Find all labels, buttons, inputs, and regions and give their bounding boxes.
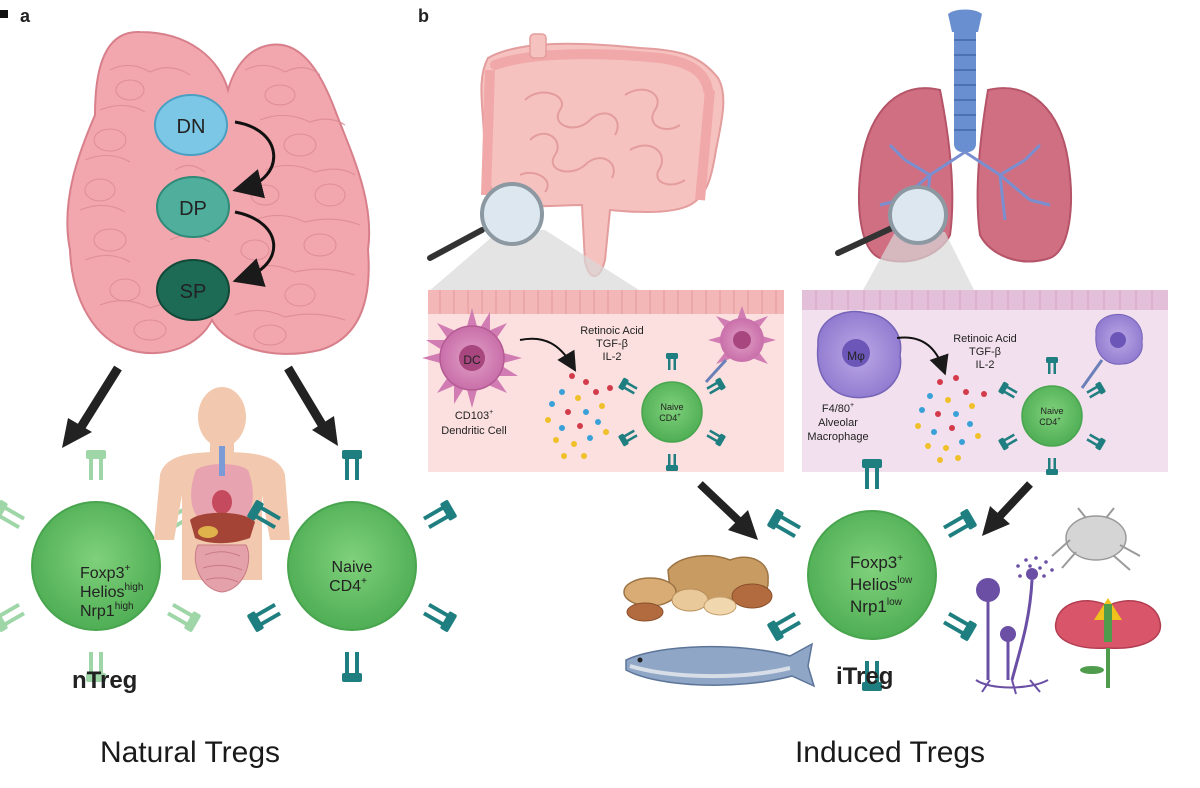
- macrophage-caption-line2: Alveolar: [818, 417, 858, 429]
- ntreg-foxp3: Foxp3+: [80, 563, 130, 582]
- lung-signal-il2: IL-2: [976, 359, 995, 371]
- macrophage-caption-line3: Macrophage: [807, 431, 868, 443]
- fish-illustration: [625, 642, 816, 688]
- ntreg-cell: [0, 450, 202, 682]
- dc-caption-line1: CD103+: [455, 409, 493, 422]
- itreg-foxp3: Foxp3+: [850, 553, 903, 572]
- thymus-to-naive-arrow: [284, 365, 328, 431]
- dendritic-cell: [422, 308, 522, 408]
- ntreg-helios: Helioshigh: [80, 582, 143, 601]
- lung-cytokine-dots: [915, 375, 987, 463]
- lung-naive-line2: CD4+: [1039, 417, 1061, 427]
- alveolar-macrophage: [816, 310, 902, 399]
- flower-illustration: [1054, 598, 1162, 688]
- gut-signal-arrow: [519, 337, 577, 372]
- stage-sp: SP: [156, 259, 230, 321]
- thymus-to-ntreg-arrow: [74, 365, 122, 435]
- ntreg-label: nTreg: [72, 667, 137, 694]
- lung-interacting-macrophage: [1095, 313, 1143, 365]
- stage-dp: DP: [156, 176, 230, 238]
- gut-interacting-dc: [708, 306, 776, 364]
- gut-tcr-contact: [704, 358, 728, 384]
- panel-label-a: a: [20, 6, 31, 26]
- stage-dn: DN: [154, 94, 228, 156]
- dc-caption-line2: Dendritic Cell: [441, 425, 506, 437]
- macrophage-caption-line1: F4/80+: [822, 402, 854, 415]
- naive-cd4-cell-large: [246, 450, 458, 682]
- lung-magnifier-icon: [835, 185, 975, 292]
- gut-magnifier-icon: [427, 182, 642, 292]
- gut-to-itreg-arrow: [697, 481, 743, 525]
- lung-tcr-contact: [1080, 359, 1104, 389]
- stage-dp-label: DP: [179, 198, 207, 220]
- gut-signal-il2: IL-2: [603, 351, 622, 363]
- dp-to-sp-arrow: [232, 210, 276, 287]
- caption-induced-tregs: Induced Tregs: [795, 736, 985, 769]
- peanut-illustration: [623, 554, 773, 622]
- lung-signal-arrow: [896, 336, 949, 376]
- human-body-illustration: [154, 387, 290, 593]
- gut-naive-line2: CD4+: [659, 413, 681, 423]
- caption-natural-tregs: Natural Tregs: [100, 736, 280, 769]
- gut-naive-line1: Naive: [660, 402, 683, 412]
- naive-large-line2: CD4+: [329, 576, 367, 595]
- naive-large-line1: Naive: [332, 559, 373, 576]
- gut-signal-ra: Retinoic Acid: [580, 325, 644, 337]
- panel-marker: [0, 10, 8, 18]
- itreg-nrp1: Nrp1low: [850, 597, 903, 616]
- itreg-cell: [766, 459, 978, 691]
- dn-to-dp-arrow: [232, 120, 276, 199]
- gut-cytokine-dots: [545, 373, 613, 459]
- gut-signal-tgfb: TGF-β: [596, 338, 628, 350]
- stage-dn-label: DN: [177, 116, 206, 138]
- macrophage-label: Mφ: [847, 349, 865, 363]
- dc-label: DC: [463, 353, 481, 367]
- lung-signal-ra: Retinoic Acid: [953, 333, 1017, 345]
- itreg-helios: Helioslow: [850, 575, 913, 594]
- lung-naive-line1: Naive: [1040, 406, 1063, 416]
- intestine-illustration: [480, 33, 725, 277]
- lung-to-itreg-arrow: [997, 481, 1033, 519]
- mold-illustration: [975, 556, 1054, 695]
- itreg-label: iTreg: [836, 663, 893, 690]
- lung-signal-tgfb: TGF-β: [969, 346, 1001, 358]
- gut-naive-cd4-cell: [617, 353, 727, 471]
- ntreg-nrp1: Nrp1high: [80, 601, 134, 620]
- lung-naive-cd4-cell: [997, 357, 1107, 475]
- panel-label-b: b: [418, 6, 429, 26]
- dust-mite-illustration: [1051, 507, 1141, 571]
- stage-sp-label: SP: [180, 281, 207, 303]
